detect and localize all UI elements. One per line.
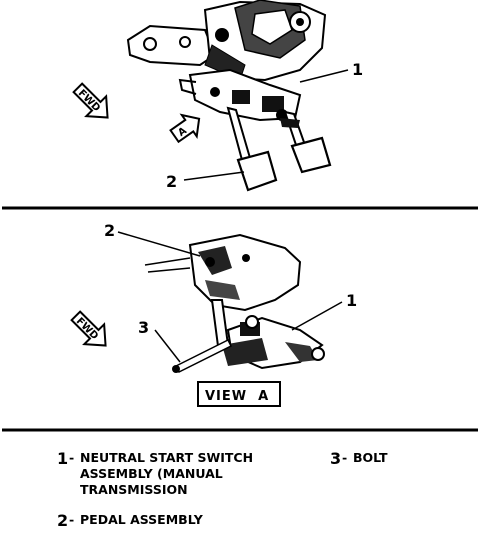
callout-2-leader — [183, 171, 245, 181]
bracket-hole — [179, 36, 191, 48]
legend-text: PEDAL ASSEMBLY — [80, 512, 204, 527]
legend-number: 3 — [330, 449, 341, 468]
bolt — [174, 338, 233, 374]
bracket-hole — [143, 37, 157, 51]
legend-number: 2 — [57, 511, 68, 530]
callout-number: 1 — [346, 291, 357, 310]
legend-dash: - — [69, 512, 74, 527]
legend-dash: - — [342, 450, 347, 465]
callout-number: 2 — [104, 221, 115, 240]
callout-1-leader — [299, 69, 349, 83]
callout-3-leader — [154, 329, 181, 363]
legend-dash: - — [69, 450, 74, 465]
callout-number: 1 — [352, 60, 363, 79]
callout-number: 2 — [166, 172, 177, 191]
legend-number: 1 — [57, 449, 68, 468]
legend-text: ASSEMBLY (MANUAL — [80, 466, 223, 481]
legend-text: BOLT — [353, 450, 388, 465]
callout-number: 3 — [138, 318, 149, 337]
pedal-pad-right — [290, 136, 332, 174]
fwd-arrow-icon: FWD — [70, 310, 107, 347]
view-title-box — [197, 381, 281, 407]
legend: 1 - NEUTRAL START SWITCH ASSEMBLY (MANUA… — [57, 449, 388, 530]
view-marker-arrow-icon: A — [169, 113, 201, 144]
pedal-pad-left — [236, 150, 278, 192]
callout-2-leader — [117, 231, 201, 257]
legend-text: NEUTRAL START SWITCH — [80, 450, 253, 465]
view-a-detail: 2 1 3 FWD VIEW A — [70, 221, 357, 407]
top-view: 1 2 FWD A — [72, 0, 363, 192]
callout-1-leader — [291, 301, 343, 331]
legend-text: TRANSMISSION — [80, 482, 188, 497]
pedal-bracket — [188, 233, 302, 312]
mounting-bracket — [126, 24, 217, 67]
fwd-arrow-icon: FWD — [72, 82, 109, 119]
view-title: VIEW A — [205, 389, 269, 404]
